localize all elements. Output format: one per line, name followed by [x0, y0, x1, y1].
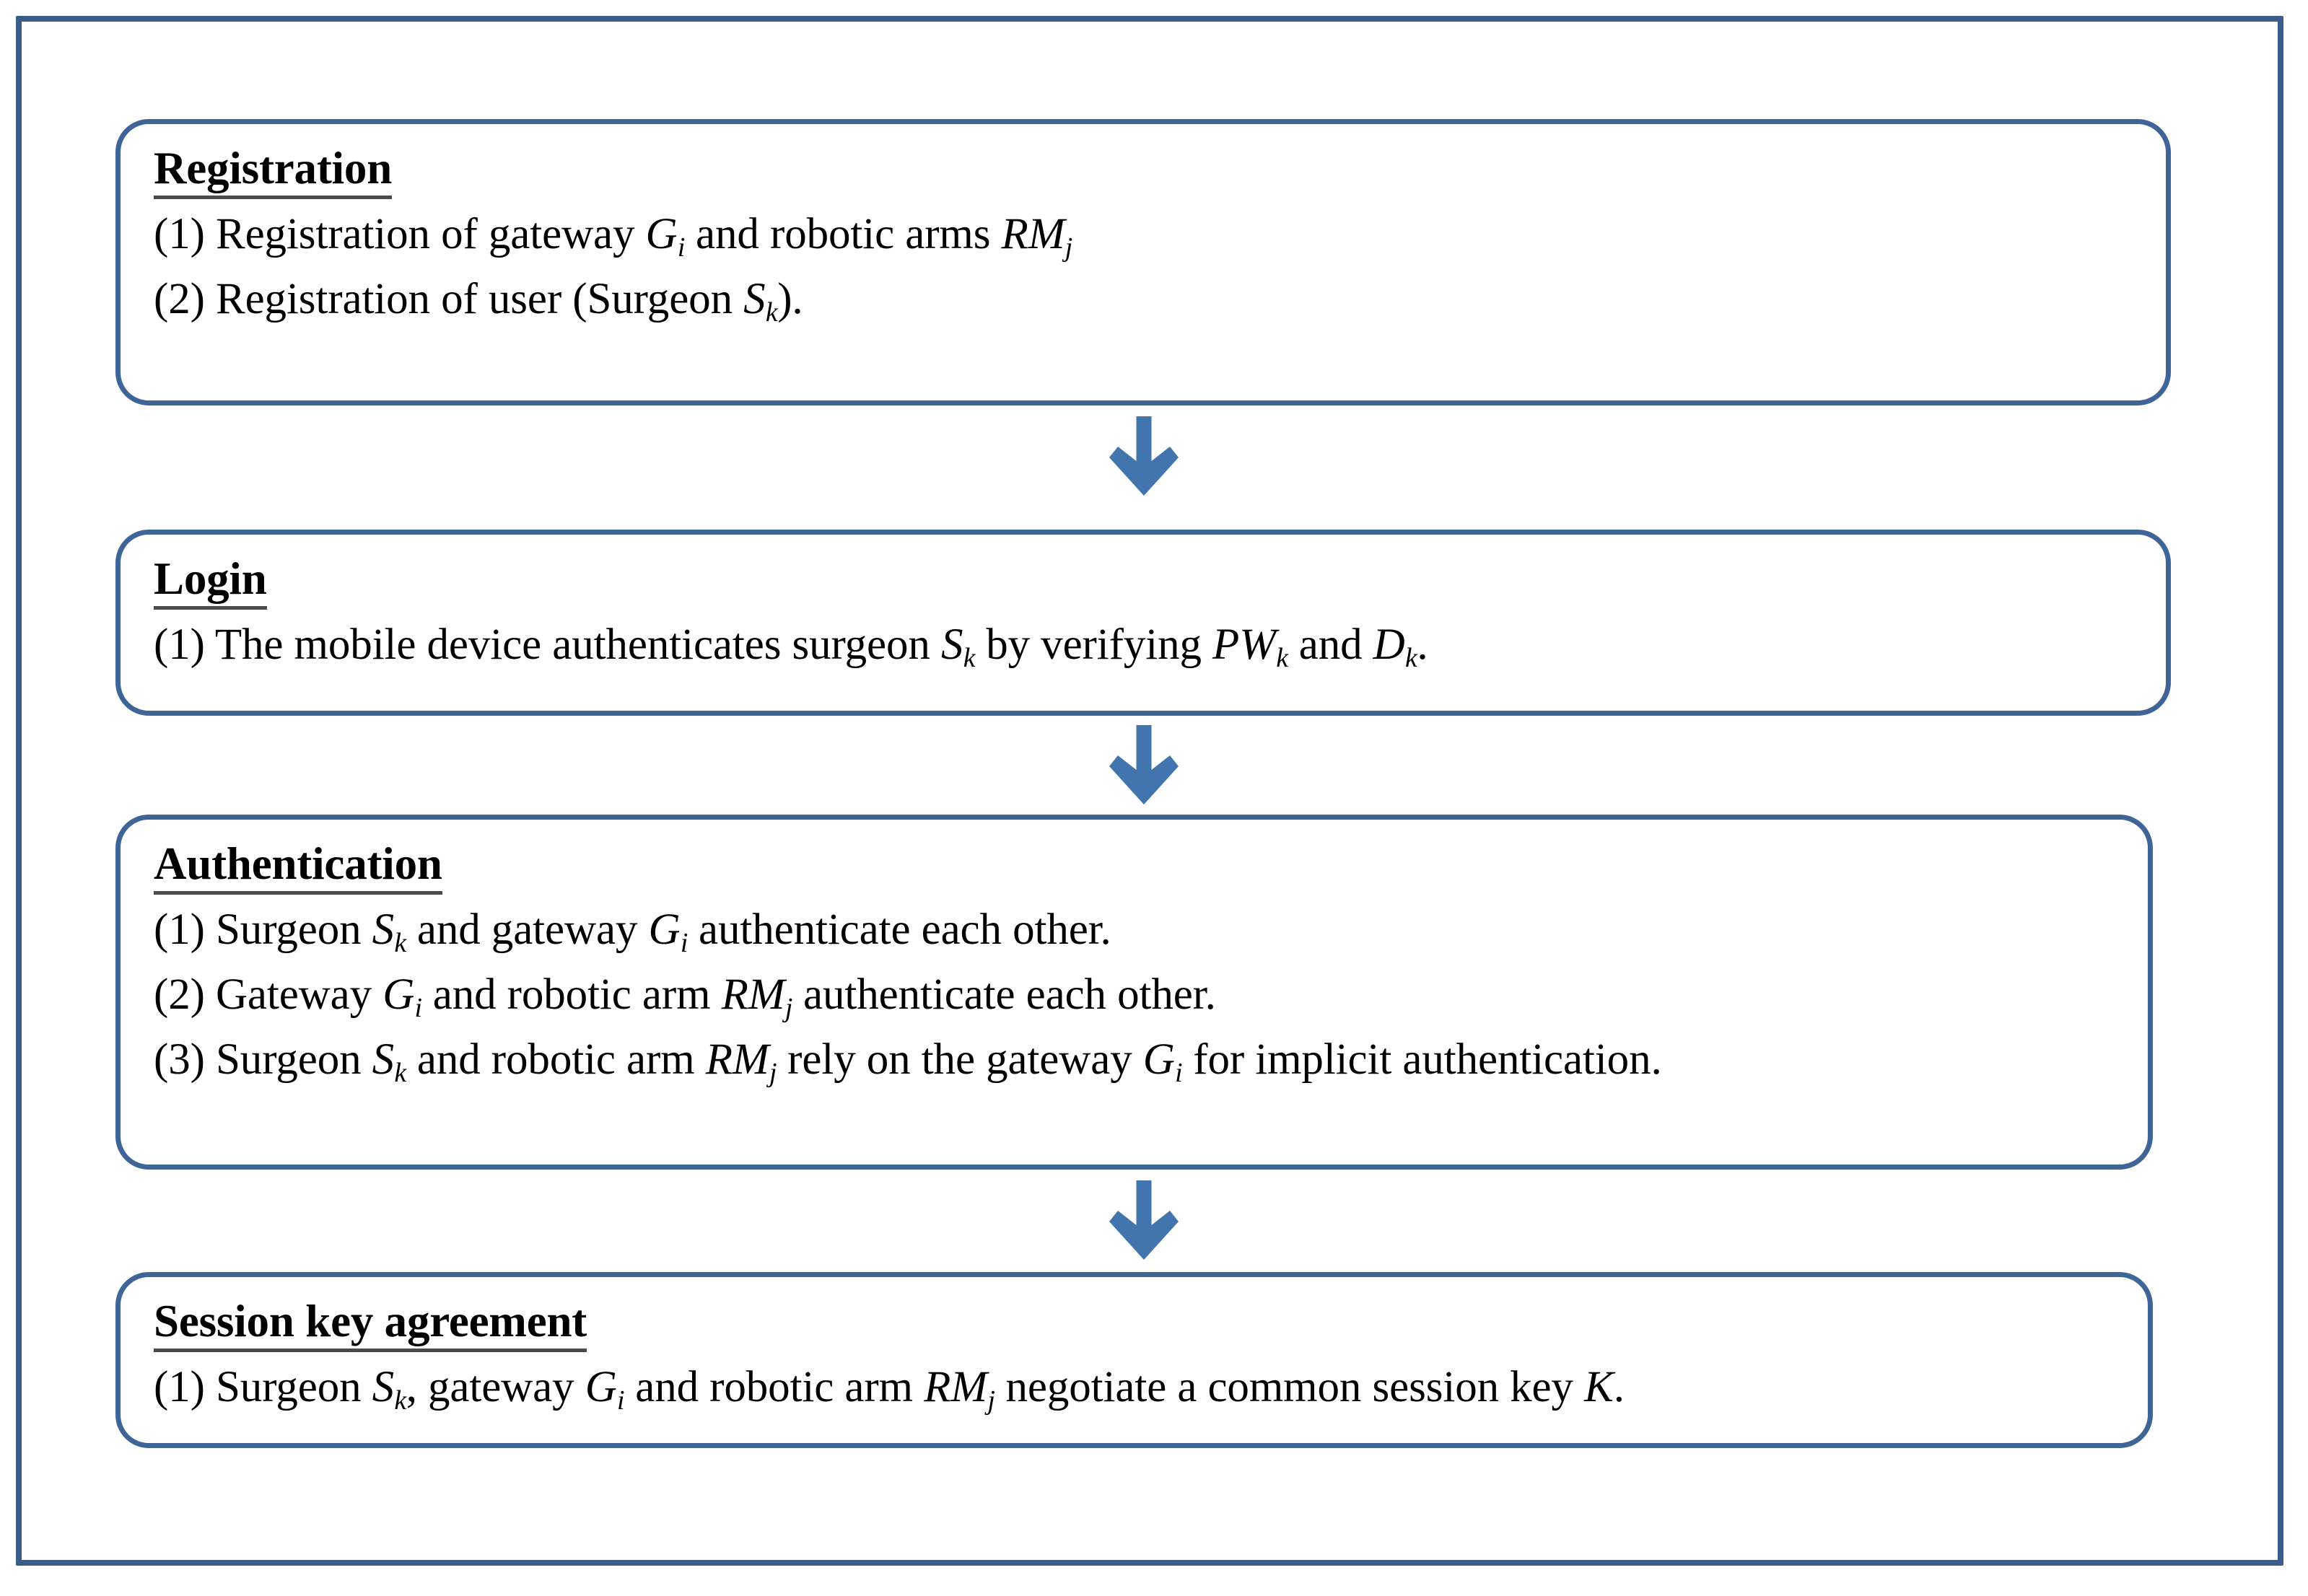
math-variable: Gi [383, 970, 422, 1024]
math-variable: K [1584, 1362, 1614, 1411]
stage-title-session-key-agreement: Session key agreement [154, 1296, 587, 1352]
math-variable: RMj [721, 970, 793, 1024]
math-variable: RMj [924, 1362, 995, 1416]
stage-box-login[interactable]: Login (1) The mobile device authenticate… [115, 530, 2171, 716]
outer-frame-border [16, 16, 2283, 1566]
math-variable: PWk [1212, 620, 1288, 673]
math-variable: RMj [705, 1035, 777, 1089]
stage-line-authentication-1: (1) Surgeon Sk and gateway Gi authentica… [154, 905, 1111, 958]
math-variable: Sk [372, 905, 407, 958]
math-variable: Sk [940, 620, 976, 673]
stage-line-session-1: (1) Surgeon Sk, gateway Gi and robotic a… [154, 1362, 1625, 1416]
stage-title-registration: Registration [154, 143, 392, 199]
math-variable: Sk [372, 1035, 407, 1089]
math-variable: Sk [743, 274, 778, 328]
stage-line-authentication-2: (2) Gateway Gi and robotic arm RMj authe… [154, 970, 1216, 1024]
math-variable: Sk [372, 1362, 407, 1416]
stage-box-session-key-agreement[interactable]: Session key agreement (1) Surgeon Sk, ga… [115, 1272, 2153, 1448]
math-variable: RMj [1001, 209, 1073, 263]
flow-arrow-down-icon [1109, 1180, 1179, 1260]
math-variable: Gi [645, 209, 686, 263]
stage-line-registration-1: (1) Registration of gateway Gi and robot… [154, 209, 1073, 263]
flow-arrow-down-icon [1109, 416, 1179, 496]
math-variable: Gi [585, 1362, 625, 1416]
stage-box-authentication[interactable]: Authentication (1) Surgeon Sk and gatewa… [115, 815, 2153, 1170]
flow-arrow-down-icon [1109, 725, 1179, 804]
stage-line-login-1: (1) The mobile device authenticates surg… [154, 620, 1428, 673]
stage-box-registration[interactable]: Registration (1) Registration of gateway… [115, 119, 2171, 405]
stage-line-authentication-3: (3) Surgeon Sk and robotic arm RMj rely … [154, 1035, 1662, 1089]
math-variable: Gi [648, 905, 689, 958]
math-variable: Dk [1373, 620, 1417, 673]
stage-line-registration-2: (2) Registration of user (Surgeon Sk). [154, 274, 803, 328]
stage-title-login: Login [154, 553, 267, 610]
math-variable: Gi [1142, 1035, 1183, 1089]
stage-title-authentication: Authentication [154, 838, 442, 895]
